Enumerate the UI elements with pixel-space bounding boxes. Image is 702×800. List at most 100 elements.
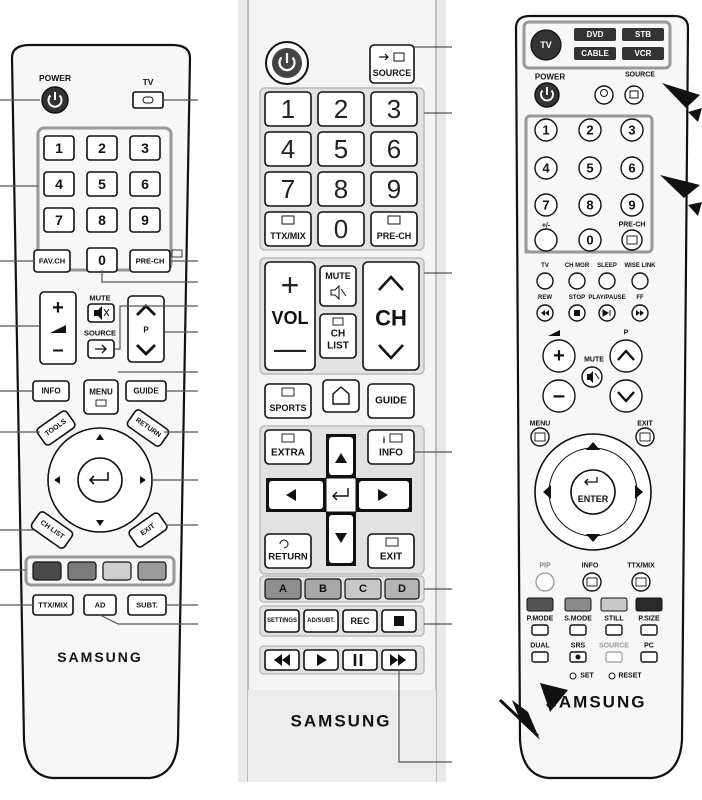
p-size-button[interactable] xyxy=(640,624,658,636)
blue-key[interactable] xyxy=(137,561,167,581)
sports-button[interactable] xyxy=(264,383,312,419)
red-key[interactable] xyxy=(32,561,62,581)
source-button-2[interactable] xyxy=(369,44,415,84)
return-button[interactable]: RETURN xyxy=(126,408,170,447)
key3-8[interactable] xyxy=(578,193,602,217)
p-mode-button[interactable] xyxy=(531,624,549,636)
key3-5[interactable] xyxy=(578,156,602,180)
bulb-button[interactable] xyxy=(594,85,614,105)
source-button-3[interactable] xyxy=(624,85,644,105)
key-a[interactable] xyxy=(264,578,302,600)
ch-list-button-2[interactable] xyxy=(319,313,357,359)
exit-button-2[interactable] xyxy=(367,533,415,569)
channel-rocker-2[interactable] xyxy=(362,261,420,371)
volume-down-3[interactable] xyxy=(542,379,576,413)
ch-list-button[interactable]: CH LIST xyxy=(30,510,74,549)
tv-button[interactable] xyxy=(132,91,164,109)
key3-7[interactable] xyxy=(534,193,558,217)
pc-button[interactable] xyxy=(640,651,658,663)
wise-link-button-3[interactable] xyxy=(631,272,649,290)
settings-button[interactable] xyxy=(264,609,300,633)
key-2[interactable] xyxy=(86,135,118,161)
cable-mode-button[interactable] xyxy=(574,47,616,60)
guide-button-2[interactable] xyxy=(367,383,415,419)
key2-8[interactable] xyxy=(317,171,365,207)
key-3[interactable] xyxy=(129,135,161,161)
key2-2[interactable] xyxy=(317,91,365,127)
key3-2[interactable] xyxy=(578,118,602,142)
rec-button[interactable] xyxy=(342,609,378,633)
key-5[interactable] xyxy=(86,171,118,197)
green-key-3[interactable] xyxy=(564,597,592,612)
ttx-mix-button-2[interactable] xyxy=(264,211,312,247)
blue-key-3[interactable] xyxy=(635,597,663,612)
info-button-2[interactable] xyxy=(367,429,415,465)
dpad-enter-2[interactable] xyxy=(325,477,357,513)
tools-button[interactable]: TOOLS xyxy=(36,409,77,446)
key-b[interactable] xyxy=(304,578,342,600)
volume-rocker-2[interactable] xyxy=(264,261,316,371)
key2-9[interactable] xyxy=(370,171,418,207)
key2-3[interactable] xyxy=(370,91,418,127)
yellow-key-3[interactable] xyxy=(600,597,628,612)
dpad-enter-3[interactable] xyxy=(570,469,616,515)
key2-0[interactable] xyxy=(317,211,365,247)
tv-mode-button[interactable] xyxy=(530,29,562,61)
key2-4[interactable] xyxy=(264,131,312,167)
volume-up-3[interactable] xyxy=(542,339,576,373)
volume-rocker[interactable] xyxy=(39,291,77,365)
pip-button-3[interactable] xyxy=(535,572,555,592)
pre-ch-button-2[interactable] xyxy=(370,211,418,247)
sports-icon xyxy=(281,387,295,397)
info-button-3[interactable] xyxy=(582,572,602,592)
channel-down-3[interactable] xyxy=(609,379,643,413)
dash-button-3[interactable] xyxy=(534,228,558,252)
key-6[interactable] xyxy=(129,171,161,197)
menu-button-3[interactable] xyxy=(530,427,550,447)
mute-button-2[interactable] xyxy=(319,265,357,307)
return-button-2[interactable] xyxy=(264,533,312,569)
key-d[interactable] xyxy=(384,578,420,600)
arrow-numbers-icon xyxy=(660,175,700,198)
sleep-button-3[interactable] xyxy=(598,272,616,290)
dvd-mode-button[interactable] xyxy=(574,28,616,41)
extra-button[interactable] xyxy=(264,429,312,465)
ttx-mix-button-3[interactable] xyxy=(631,572,651,592)
tv-button-3[interactable] xyxy=(536,272,554,290)
key-7[interactable] xyxy=(43,207,75,233)
source2-button[interactable] xyxy=(605,651,623,663)
channel-up-3[interactable] xyxy=(609,339,643,373)
home-button[interactable] xyxy=(322,379,360,413)
key-9[interactable] xyxy=(129,207,161,233)
vcr-mode-button[interactable] xyxy=(622,47,664,60)
yellow-key[interactable] xyxy=(102,561,132,581)
key2-7[interactable] xyxy=(264,171,312,207)
key3-6[interactable] xyxy=(620,156,644,180)
key2-6[interactable] xyxy=(370,131,418,167)
dual-button[interactable] xyxy=(531,651,549,663)
exit-button[interactable]: EXIT xyxy=(128,511,169,548)
dpad-left-icon-3 xyxy=(543,485,551,499)
key-4[interactable] xyxy=(43,171,75,197)
red-key-3[interactable] xyxy=(526,597,554,612)
key3-4[interactable] xyxy=(534,156,558,180)
key-c[interactable] xyxy=(344,578,382,600)
key3-9[interactable] xyxy=(620,193,644,217)
pre-ch-icon-3 xyxy=(626,235,638,245)
exit-button-3[interactable] xyxy=(635,427,655,447)
key3-0[interactable] xyxy=(578,228,602,252)
key3-3[interactable] xyxy=(620,118,644,142)
green-key[interactable] xyxy=(67,561,97,581)
still-button[interactable] xyxy=(605,624,623,636)
key3-1[interactable] xyxy=(534,118,558,142)
key-8[interactable] xyxy=(86,207,118,233)
stb-mode-button[interactable] xyxy=(622,28,664,41)
key-1[interactable] xyxy=(43,135,75,161)
ad-subt-button[interactable] xyxy=(303,609,339,633)
key2-1[interactable] xyxy=(264,91,312,127)
pre-ch-button-3[interactable] xyxy=(621,229,643,251)
ch-mgr-button-3[interactable] xyxy=(568,272,586,290)
s-mode-button[interactable] xyxy=(569,624,587,636)
menu-button[interactable] xyxy=(83,379,119,415)
key2-5[interactable] xyxy=(317,131,365,167)
